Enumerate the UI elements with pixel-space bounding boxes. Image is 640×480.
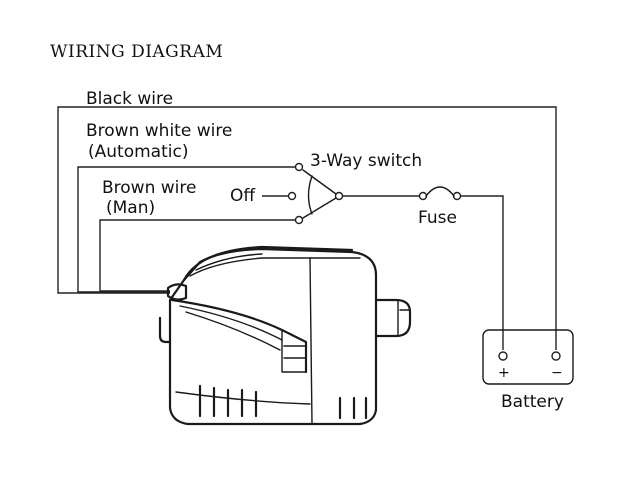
switch-selector-arc [307,175,313,215]
label-brown-white-wire: Brown white wire [86,121,232,141]
label-plus: + [498,365,510,381]
battery-icon [482,329,574,385]
label-fuse: Fuse [418,208,457,228]
wires [57,106,557,350]
battery-body [482,329,574,385]
switch-terminal-man [294,215,304,225]
black-wire [57,106,557,350]
label-automatic: (Automatic) [88,142,188,162]
switch-terminal-off [287,191,297,201]
label-battery: Battery [501,392,564,412]
battery-terminal-negative [551,351,561,361]
bilge-pump-icon [158,245,412,426]
battery-terminal-positive [498,351,508,361]
brown-white-wire [77,166,296,293]
fuse-to-battery-wire [460,195,504,350]
label-brown-wire: Brown wire [102,178,196,198]
label-man: (Man) [106,198,155,218]
label-switch: 3-Way switch [310,151,422,171]
switch-contact-upper [302,169,337,195]
switch-terminal-common [334,191,344,201]
label-off: Off [230,186,256,206]
three-way-switch-icon [262,162,344,225]
switch-terminal-automatic [294,162,304,172]
label-black-wire: Black wire [86,89,173,109]
diagram-title: WIRING DIAGRAM [50,42,223,62]
switch-contact-lower [302,197,337,219]
fuse-icon [418,186,462,201]
brown-wire [99,219,296,292]
label-minus: − [551,365,563,381]
